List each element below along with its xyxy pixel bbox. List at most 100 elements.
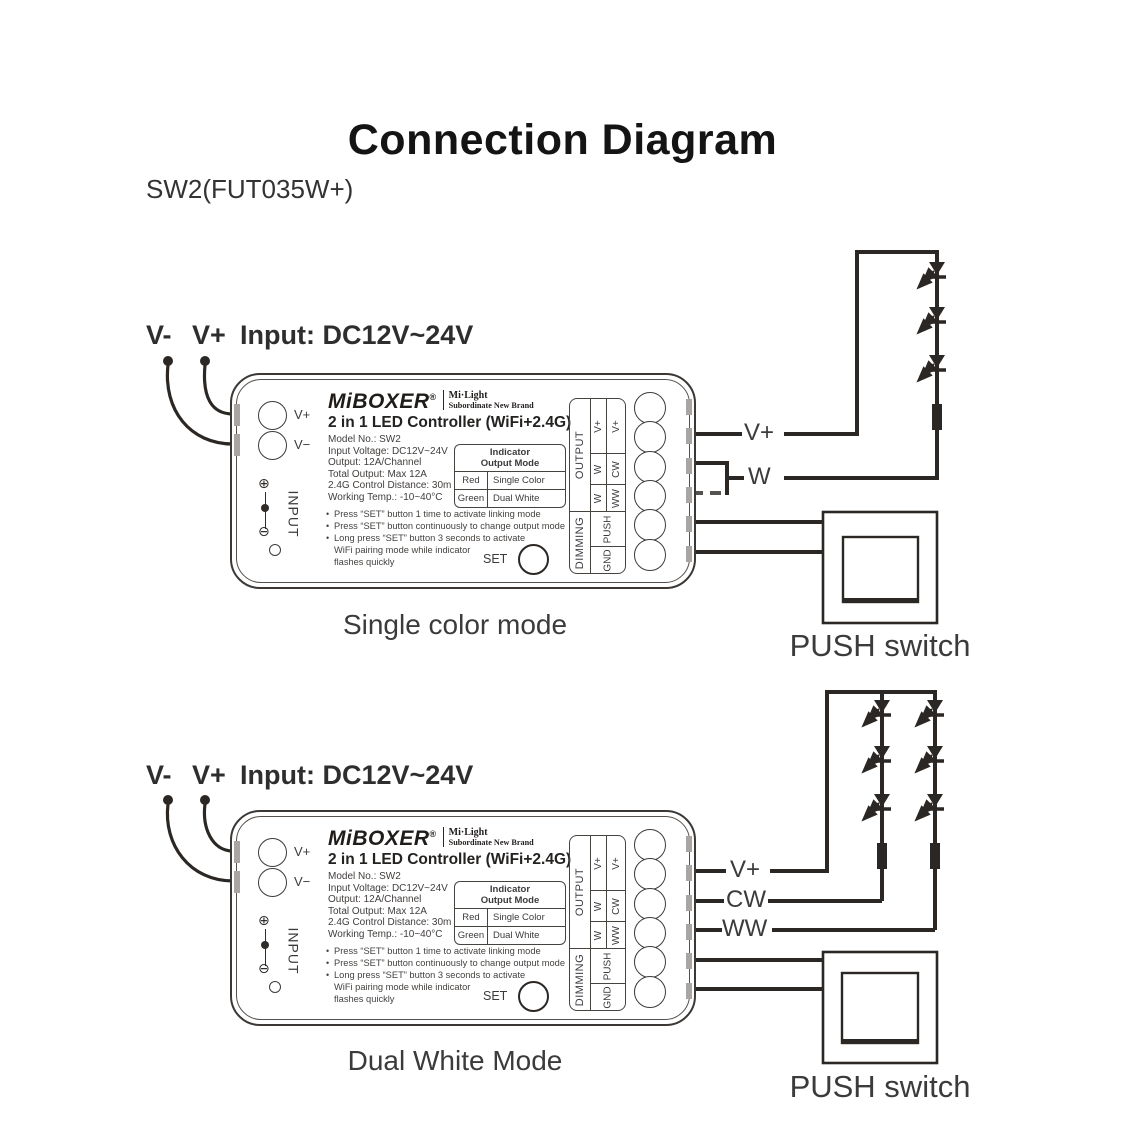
indicator-table-header: Indicator Output Mode [455,882,565,909]
list-item: •Press “SET” button 1 time to activate l… [326,946,541,956]
indicator-led [269,981,281,993]
resistor [877,843,887,869]
polarity-center-pin [261,941,269,949]
brand-logo: MiBOXER® Mi·Light Subordinate New Brand [328,827,534,850]
vplus-label: V+ [294,844,311,859]
supply-voltage-label: Input: DC12V~24V [240,760,474,790]
table-row: Green Dual White [455,489,565,507]
set-button [518,544,549,575]
push-switch-button [840,971,920,1045]
indicator-table-header: Indicator Output Mode [455,445,565,472]
list-item: •Long press “SET” button 3 seconds to ac… [326,970,526,1004]
dimming-section-label: DIMMING [570,948,591,1010]
spec-list: Model No.: SW2 Input Voltage: DC12V~24V … [328,871,452,940]
output-section-label: OUTPUT [570,399,591,511]
input-screw-vplus [258,838,287,867]
terminal-label-vplus-single: V+ [592,856,604,870]
terminal-label-gnd: GND [591,983,625,1010]
resistor [932,404,942,430]
push-switch-button [841,535,920,604]
device-face [236,379,690,583]
push-switch [821,510,939,625]
output-section-label: OUTPUT [570,836,591,948]
table-row: Red Single Color [455,909,565,926]
polarity-minus-icon: ⊖ [258,961,270,977]
wire-label-vplus: V+ [730,856,761,883]
terminal-screw [634,888,666,920]
terminal-label-push: PUSH [591,511,625,546]
terminal-screw [634,976,666,1008]
supply-vminus-label: V- [146,320,172,350]
terminal-label-vplus-dual: V+ [606,836,625,890]
mode-caption: Single color mode [342,609,568,640]
supply-vplus-label: V+ [192,320,226,350]
supply-vplus-label: V+ [192,760,226,790]
polarity-plus-icon: ⊕ [258,913,270,929]
vminus-label: V− [294,874,311,889]
terminal-screw [634,917,666,949]
input-terminal-slot [234,841,240,863]
indicator-led [269,544,281,556]
dimming-section-label: DIMMING [570,511,591,573]
terminal-screw [634,509,666,541]
list-item: •Press “SET” button continuously to chan… [326,521,566,531]
led-controller-device: V+ V− ⊕ ⊖ INPUT MiBOXER® Mi·Light Subord… [230,373,696,589]
input-screw-vminus [258,868,287,897]
terminal-label-cw: CW [606,453,625,484]
input-terminal-slot [234,871,240,893]
wire-label-cw: CW [726,886,766,913]
table-row: Green Dual White [455,926,565,944]
terminal-screw [634,946,666,978]
supply-vminus-label: V- [146,760,172,790]
set-button [518,981,549,1012]
terminal-label-vplus-single: V+ [592,419,604,433]
terminal-label-gnd: GND [591,546,625,573]
output-terminal-slot [686,865,692,881]
product-name: 2 in 1 LED Controller (WiFi+2.4G) [328,851,572,868]
model-code: SW2(FUT035W+) [146,174,354,204]
set-button-label: SET [483,552,508,566]
terminal-screw [634,451,666,483]
wire-label-w: W [748,463,771,490]
polarity-minus-icon: ⊖ [258,524,270,540]
brand-subtitle: Mi·Light Subordinate New Brand [442,827,534,847]
push-switch-label: PUSH switch [789,1069,971,1104]
wire-label-vplus: V+ [744,419,775,446]
terminal-label-w2: W [591,484,606,511]
terminal-table: OUTPUT DIMMING V+ V+ W CW W WW PUSH GND [569,398,626,574]
push-switch-label: PUSH switch [789,628,971,663]
polarity-plus-icon: ⊕ [258,476,270,492]
brand-subtitle: Mi·Light Subordinate New Brand [442,390,534,410]
list-item: •Press “SET” button 1 time to activate l… [326,509,541,519]
output-terminal-slot [686,546,692,562]
vminus-label: V− [294,437,311,452]
wire-label-ww: WW [722,915,768,942]
set-button-label: SET [483,989,508,1003]
terminal-label-w1: W [591,453,606,484]
output-terminal-slot [686,399,692,415]
indicator-mode-table: Indicator Output Mode Red Single Color G… [454,881,566,945]
push-switch [821,950,939,1065]
output-terminal-slot [686,953,692,969]
terminal-screw [634,480,666,512]
terminal-label-push: PUSH [591,948,625,983]
mode-caption: Dual White Mode [347,1045,563,1076]
output-terminal-slot [686,895,692,911]
polarity-center-pin [261,504,269,512]
table-row: Red Single Color [455,472,565,489]
instruction-list: •Press “SET” button 1 time to activate l… [326,945,578,1005]
output-terminal-slot [686,983,692,999]
indicator-mode-table: Indicator Output Mode Red Single Color G… [454,444,566,508]
terminal-screw [634,539,666,571]
spec-list: Model No.: SW2 Input Voltage: DC12V~24V … [328,434,452,503]
output-terminal-slot [686,487,692,503]
terminal-label-ww: WW [606,484,625,511]
page-title: Connection Diagram [347,116,778,164]
supply-voltage-label: Input: DC12V~24V [240,320,474,350]
instruction-list: •Press “SET” button 1 time to activate l… [326,508,578,568]
input-port-label: INPUT [285,490,301,538]
output-terminal-slot [686,836,692,852]
resistor [930,843,940,869]
output-terminal-slot [686,516,692,532]
